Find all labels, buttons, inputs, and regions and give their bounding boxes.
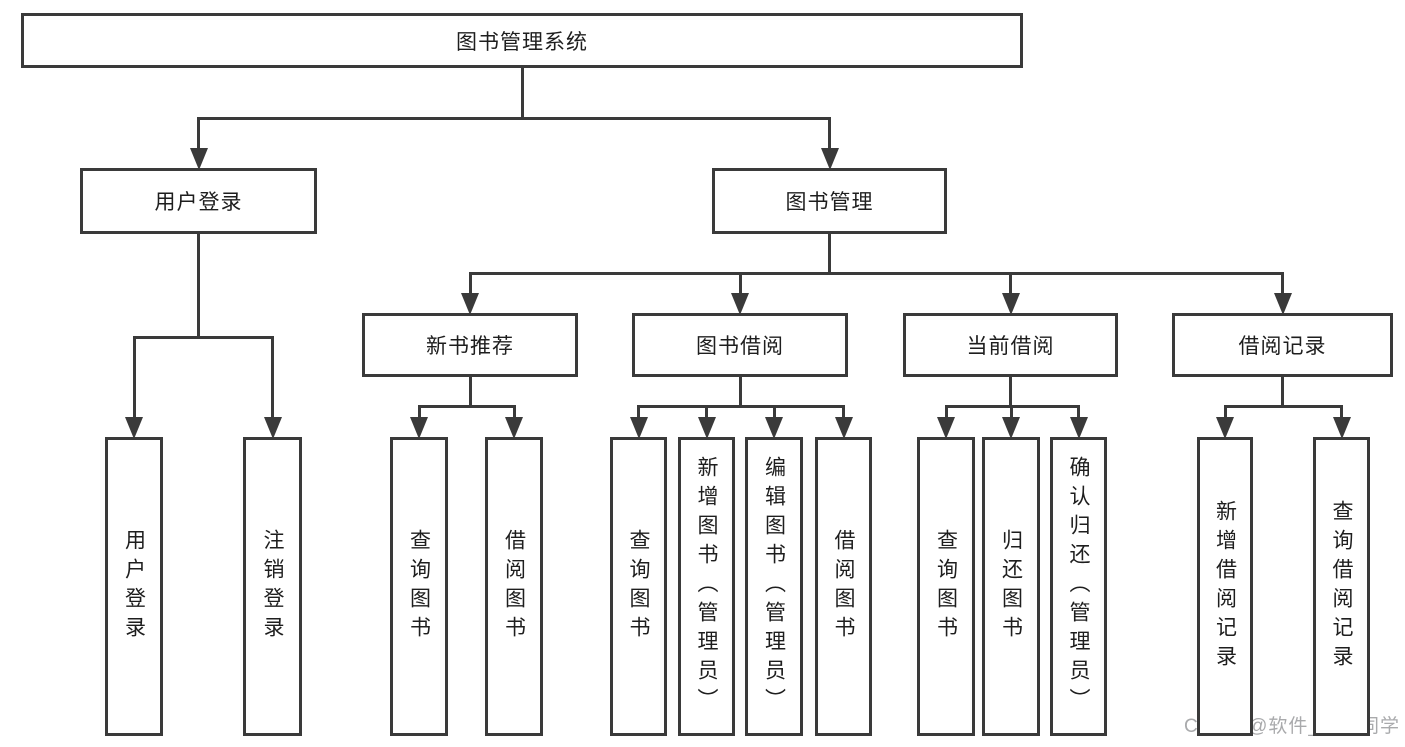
arrowhead-down-icon (765, 417, 783, 439)
node-label: 新书推荐 (426, 335, 514, 358)
connector-line (1223, 404, 1343, 408)
connector-line (468, 273, 472, 293)
connector-line (842, 406, 845, 417)
connector-line (417, 406, 421, 417)
arrowhead-down-icon (834, 417, 853, 439)
connector-line (197, 118, 200, 148)
arrowhead-down-icon (505, 417, 523, 439)
node-book-mgmt: 图书管理 (712, 168, 947, 234)
connector-line (197, 116, 831, 120)
connector-line (738, 377, 742, 408)
node-label: 当前借阅 (966, 335, 1055, 358)
node-label: 用户登录 (122, 528, 146, 645)
node-leaf-query-book-3: 查询图书 (917, 437, 975, 736)
connector-line (944, 406, 948, 417)
connector-line (1223, 406, 1227, 417)
node-label: 注销登录 (261, 528, 284, 645)
node-leaf-user-login: 用户登录 (105, 437, 163, 736)
node-leaf-confirm-return: 确认归还（管理员） (1050, 437, 1107, 736)
arrowhead-down-icon (263, 417, 282, 439)
arrowhead-down-icon (731, 293, 749, 315)
node-label: 查询图书 (627, 528, 650, 645)
node-leaf-borrow-book-2: 借阅图书 (815, 437, 872, 736)
node-book-borrow: 图书借阅 (632, 313, 848, 377)
node-leaf-borrow-book-1: 借阅图书 (485, 437, 543, 736)
connector-line (1340, 406, 1343, 417)
connector-line (1009, 406, 1013, 417)
node-label: 图书管理 (785, 191, 874, 214)
arrowhead-down-icon (697, 417, 716, 439)
connector-line (705, 406, 708, 417)
node-label: 归还图书 (999, 528, 1023, 645)
connector-line (512, 406, 516, 417)
node-leaf-logout: 注销登录 (243, 437, 302, 736)
connector-line (738, 273, 742, 293)
connector-line (1281, 377, 1284, 408)
connector-line (1281, 273, 1284, 293)
arrowhead-down-icon (820, 148, 839, 170)
connector-line (132, 335, 274, 339)
connector-line (1009, 273, 1012, 293)
arrowhead-down-icon (1001, 293, 1020, 315)
arrowhead-down-icon (1069, 417, 1088, 439)
node-label: 查询图书 (407, 528, 431, 645)
node-borrow-records: 借阅记录 (1172, 313, 1393, 377)
node-leaf-query-book-1: 查询图书 (390, 437, 448, 736)
connector-line (1077, 406, 1080, 417)
node-system: 图书管理系统 (21, 13, 1023, 68)
arrowhead-down-icon (1002, 417, 1020, 439)
node-current-borrow: 当前借阅 (903, 313, 1118, 377)
node-new-book-rec: 新书推荐 (362, 313, 578, 377)
node-label: 查询图书 (934, 528, 958, 645)
node-label: 图书借阅 (696, 335, 784, 358)
connector-line (271, 337, 274, 417)
connector-line (468, 377, 472, 408)
node-label: 借阅图书 (832, 528, 855, 645)
node-label: 确认归还（管理员） (1067, 456, 1090, 717)
node-label: 查询借阅记录 (1330, 499, 1353, 674)
connector-line (197, 234, 200, 339)
connector-line (468, 271, 1284, 275)
arrowhead-down-icon (1332, 417, 1351, 439)
connector-line (828, 118, 831, 148)
connector-line (828, 234, 831, 275)
node-leaf-edit-book: 编辑图书（管理员） (745, 437, 803, 736)
node-leaf-query-borrow-record: 查询借阅记录 (1313, 437, 1370, 736)
connector-line (417, 404, 516, 408)
arrowhead-down-icon (125, 417, 143, 439)
connector-line (637, 404, 845, 408)
arrowhead-down-icon (461, 293, 479, 315)
arrowhead-down-icon (189, 148, 208, 170)
arrowhead-down-icon (1216, 417, 1234, 439)
connector-line (772, 406, 776, 417)
node-label: 图书管理系统 (456, 30, 588, 54)
node-label: 新增借阅记录 (1213, 499, 1237, 674)
arrowhead-down-icon (629, 417, 648, 439)
node-leaf-add-book: 新增图书（管理员） (678, 437, 735, 736)
node-leaf-add-borrow-record: 新增借阅记录 (1197, 437, 1253, 736)
arrowhead-down-icon (1273, 293, 1292, 315)
connector-line (1009, 377, 1012, 408)
node-label: 用户登录 (154, 191, 243, 214)
node-leaf-query-book-2: 查询图书 (610, 437, 667, 736)
node-label: 编辑图书（管理员） (762, 456, 786, 717)
node-label: 借阅图书 (502, 528, 526, 645)
connector-line (520, 68, 524, 120)
arrowhead-down-icon (937, 417, 955, 439)
node-label: 借阅记录 (1238, 335, 1327, 358)
node-label: 新增图书（管理员） (695, 456, 718, 717)
arrowhead-down-icon (410, 417, 428, 439)
node-user-login: 用户登录 (80, 168, 317, 234)
connector-line (637, 406, 640, 417)
node-leaf-return-book: 归还图书 (982, 437, 1040, 736)
connector-line (132, 337, 136, 417)
